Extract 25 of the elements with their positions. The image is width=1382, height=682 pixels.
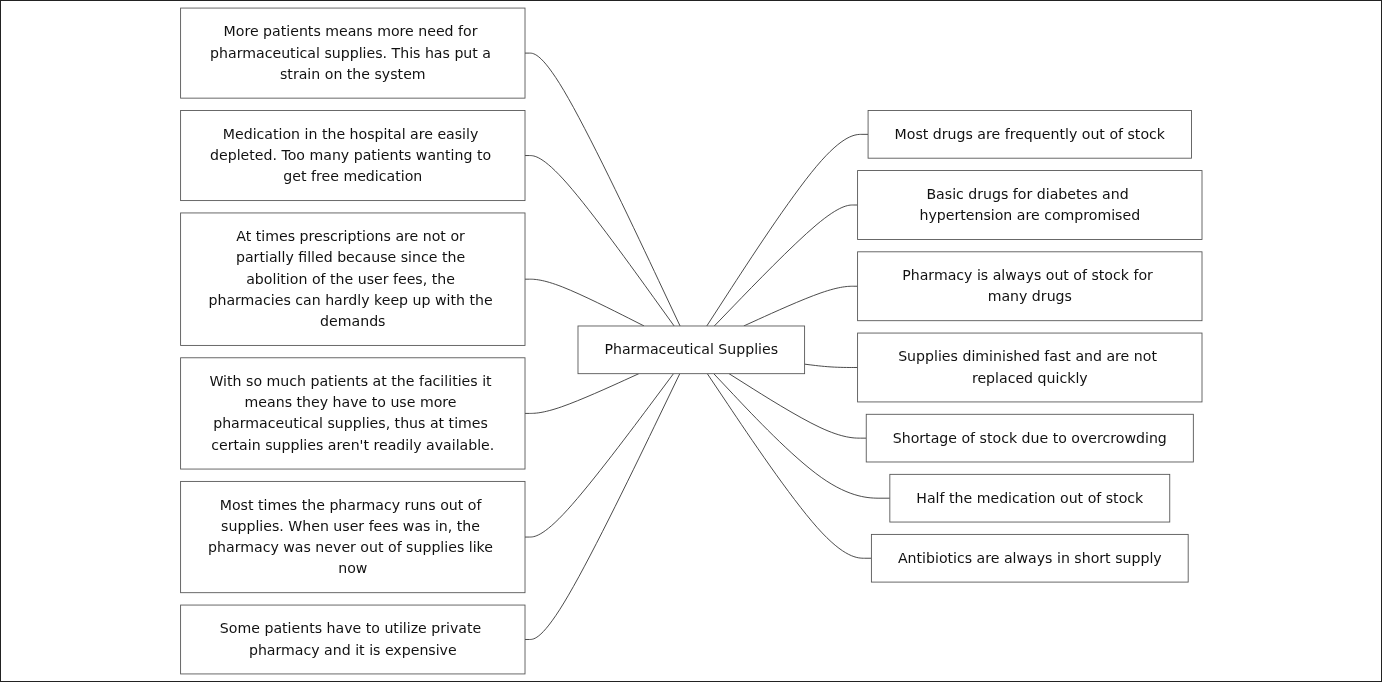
connector — [713, 204, 858, 327]
connector — [728, 373, 867, 439]
connector — [706, 373, 872, 559]
node-box: Shortage of stock due to overcrowding — [865, 413, 1194, 463]
connector — [706, 133, 869, 327]
node-box: Antibiotics are always in short supply — [870, 533, 1189, 583]
connector — [524, 373, 674, 538]
connector — [524, 373, 680, 640]
node-box: Some patients have to utilize private pharmacy and it is expensive — [179, 604, 526, 675]
node-box: Most times the pharmacy runs out of supplies. When user fees was in, the pharmacy was never out of supplies like now — [179, 481, 526, 594]
node-box: Half the medication out of stock — [889, 473, 1170, 523]
node-box: Basic drugs for diabetes and hypertension are compromised — [856, 170, 1203, 240]
connector — [524, 52, 681, 327]
connector — [803, 363, 858, 368]
node-box: More patients means more need for pharmaceutical supplies. This has put a strain on the system — [179, 7, 526, 99]
connector — [524, 155, 675, 327]
connector — [713, 373, 890, 499]
node-box: Most drugs are frequently out of stock — [867, 110, 1192, 159]
node-box: At times prescriptions are not or partially filled because since the abolition of the user fees, the pharmacies can hardly keep up with the demands — [179, 212, 526, 346]
node-box: Pharmaceutical Supplies — [577, 325, 805, 375]
node-box: Medication in the hospital are easily depleted. Too many patients wanting to get free medication — [179, 110, 526, 201]
node-box: Supplies diminished fast and are not replaced quickly — [856, 332, 1203, 403]
connector — [524, 373, 640, 414]
node-box: With so much patients at the facilities it means they have to use more pharmaceutical supplies, thus at times certain supplies aren't readily available. — [179, 357, 526, 470]
node-box: Pharmacy is always out of stock for many drugs — [856, 251, 1203, 322]
